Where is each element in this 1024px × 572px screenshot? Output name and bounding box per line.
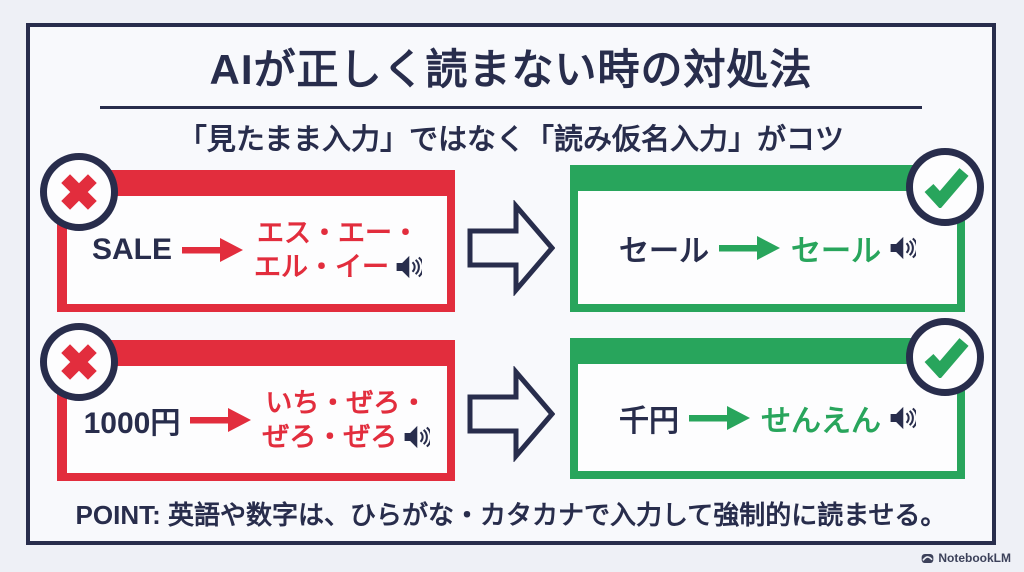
cross-badge-2 <box>40 323 118 401</box>
example-row: 1000円 いち・ぜろ・ ぜろ・ぜろ <box>67 366 447 473</box>
reading-line-2: エル・イー <box>254 250 425 284</box>
cross-icon <box>61 344 97 380</box>
reading-text: セール <box>791 234 881 268</box>
red-arrow-icon <box>190 407 252 432</box>
page-title: AIが正しく読まない時の対処法 <box>209 46 813 93</box>
reading-line-1: いち・ぜろ・ <box>265 387 428 418</box>
bad-example-card-2: 1000円 いち・ぜろ・ ぜろ・ぜろ <box>57 340 455 481</box>
page-subtitle: 「見たまま入力」ではなく「読み仮名入力」がコツ <box>177 124 845 156</box>
cross-icon <box>61 174 97 210</box>
katakana-reading: エス・エー・ エル・イー <box>254 216 425 284</box>
example-row: 千円 せんえん <box>578 364 957 471</box>
source-text: 1000円 <box>83 406 181 440</box>
check-icon <box>924 168 969 208</box>
hiragana-reading: いち・ぜろ・ ぜろ・ぜろ <box>262 386 433 454</box>
green-arrow-icon <box>689 405 750 430</box>
source-text: SALE <box>91 233 172 266</box>
source-text: 千円 <box>619 404 679 438</box>
speaker-icon <box>396 255 425 279</box>
example-row: SALE エス・エー・ エル・イー <box>67 196 447 304</box>
title-divider <box>100 106 922 109</box>
right-block-arrow-icon <box>467 366 555 462</box>
point-note: POINT: 英語や数字は、ひらがな・カタカナで入力して強制的に読ませる。 <box>75 500 947 530</box>
check-badge-2 <box>906 318 984 396</box>
reading-line-2: ぜろ・ぜろ <box>262 420 433 454</box>
brand-label: NotebookLM <box>938 551 1011 565</box>
reading-line-2-text: ぜろ・ぜろ <box>262 421 398 452</box>
red-arrow-icon <box>182 238 243 262</box>
check-icon <box>924 338 969 378</box>
green-arrow-icon <box>719 235 780 260</box>
notebooklm-watermark: NotebookLM <box>921 551 1011 565</box>
notebooklm-logo-icon <box>921 553 934 563</box>
speaker-icon <box>890 236 916 259</box>
good-example-card-1: セール セール <box>570 165 965 312</box>
reading-line-2-text: エル・イー <box>254 252 389 282</box>
right-block-arrow-icon <box>467 200 555 296</box>
source-text: セール <box>619 234 709 268</box>
speaker-icon <box>404 425 433 448</box>
example-row: セール セール <box>578 191 957 304</box>
check-badge-1 <box>906 148 984 226</box>
card-frame: AIが正しく読まない時の対処法 「見たまま入力」ではなく「読み仮名入力」がコツ … <box>26 23 996 545</box>
good-example-card-2: 千円 せんえん <box>570 338 965 479</box>
reading-line-1: エス・エー・ <box>257 218 419 248</box>
bad-example-card-1: SALE エス・エー・ エル・イー <box>57 170 455 312</box>
cross-badge-1 <box>40 153 118 231</box>
reading-text: せんえん <box>761 404 881 438</box>
speaker-icon <box>890 406 916 429</box>
